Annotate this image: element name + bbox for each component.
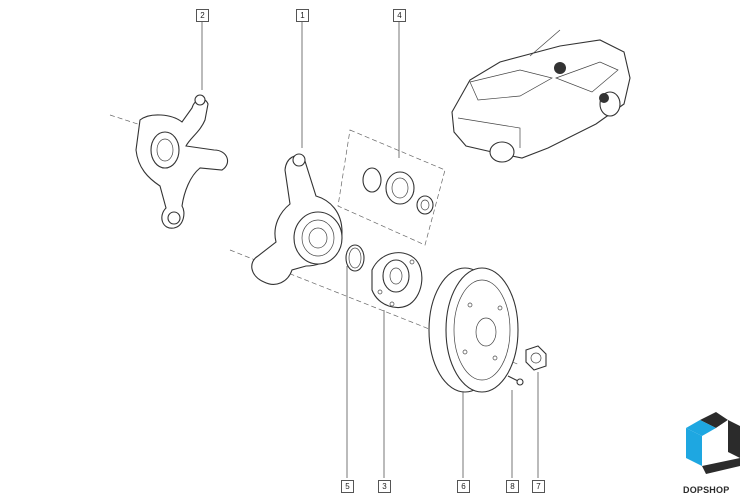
wheel-hub-part-3 bbox=[371, 252, 423, 308]
callout-6: 6 bbox=[457, 480, 470, 493]
vehicle-illustration bbox=[451, 29, 631, 163]
brake-drum-part-6 bbox=[428, 267, 519, 393]
circlip-part-5 bbox=[345, 244, 365, 272]
callout-8: 8 bbox=[506, 480, 519, 493]
callout-2: 2 bbox=[196, 9, 209, 22]
screw-part-8 bbox=[507, 375, 524, 386]
hub-nut-part-7 bbox=[525, 345, 547, 371]
bearing-kit-part-4 bbox=[337, 129, 446, 246]
callout-4: 4 bbox=[393, 9, 406, 22]
knuckle-assembly-part-1 bbox=[251, 153, 343, 285]
callout-5: 5 bbox=[341, 480, 354, 493]
dopshop-wordmark: DOPSHOP bbox=[683, 485, 729, 495]
callout-7: 7 bbox=[532, 480, 545, 493]
dopshop-logo-icon bbox=[686, 412, 740, 474]
callout-1: 1 bbox=[296, 9, 309, 22]
brand-part-1: DOP bbox=[683, 485, 704, 495]
callout-3: 3 bbox=[378, 480, 391, 493]
steering-knuckle-part-2 bbox=[135, 94, 229, 229]
brand-part-2: SHOP bbox=[703, 485, 730, 495]
leader-lines bbox=[201, 21, 539, 478]
